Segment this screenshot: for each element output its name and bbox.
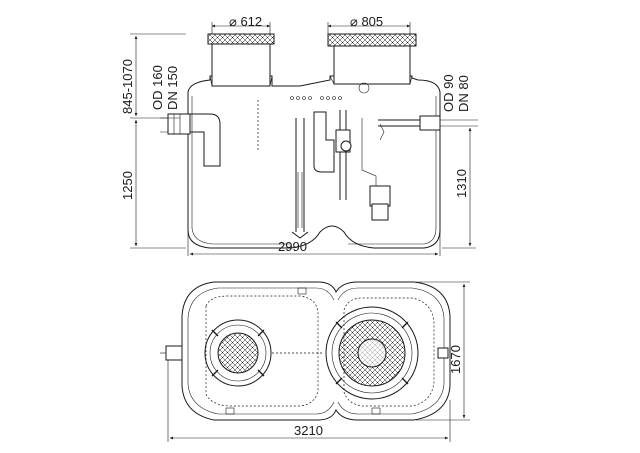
side-left-cover — [207, 33, 275, 45]
top-outlet-stub — [437, 347, 449, 359]
side-inlet-pipe — [167, 113, 221, 167]
inlet-dn: DN 150 — [165, 66, 180, 110]
side-pump-assembly — [335, 110, 441, 221]
top-view: 1670 3210 — [160, 281, 470, 442]
cover-right-diameter: ⌀ 805 — [350, 14, 383, 29]
side-right-cover — [327, 33, 417, 47]
dim-right-vertical: 1310 — [442, 127, 476, 249]
side-right-riser — [333, 45, 411, 85]
dim-left-vertical: 845-1070 1250 — [120, 33, 186, 249]
top-width: 1670 — [448, 345, 463, 374]
dim-cover-right: ⌀ 805 — [327, 14, 411, 34]
dim-cover-left: ⌀ 612 — [211, 14, 271, 34]
tank-height-left: 1250 — [120, 171, 135, 200]
dim-side-length: 2990 — [187, 230, 441, 256]
top-tank-outline — [181, 281, 451, 421]
side-left-riser — [211, 43, 271, 87]
neck-height: 845-1070 — [120, 59, 135, 114]
outlet-dn: DN 80 — [456, 75, 471, 112]
dim-top-width: 1670 — [416, 281, 470, 421]
top-left-manhole — [204, 319, 272, 387]
side-view: ⌀ 612 ⌀ 805 845-1070 1250 OD 160 DN 150 … — [120, 14, 478, 256]
tank-height-right: 1310 — [454, 169, 469, 198]
side-length: 2990 — [278, 239, 307, 254]
side-top-bolts — [290, 82, 370, 100]
outlet-labels: OD 90 DN 80 — [440, 74, 478, 127]
outlet-od: OD 90 — [441, 74, 456, 112]
side-baffle — [291, 111, 335, 239]
side-tank-inner — [191, 96, 437, 245]
side-tank-outline — [187, 75, 441, 249]
cover-left-diameter: ⌀ 612 — [229, 14, 262, 29]
inlet-od: OD 160 — [150, 65, 165, 110]
dim-top-length: 3210 — [167, 360, 451, 442]
top-right-manhole — [325, 306, 419, 400]
top-length: 3210 — [294, 423, 323, 438]
top-inlet-stub — [160, 345, 183, 361]
inlet-labels: OD 160 DN 150 — [150, 65, 180, 133]
